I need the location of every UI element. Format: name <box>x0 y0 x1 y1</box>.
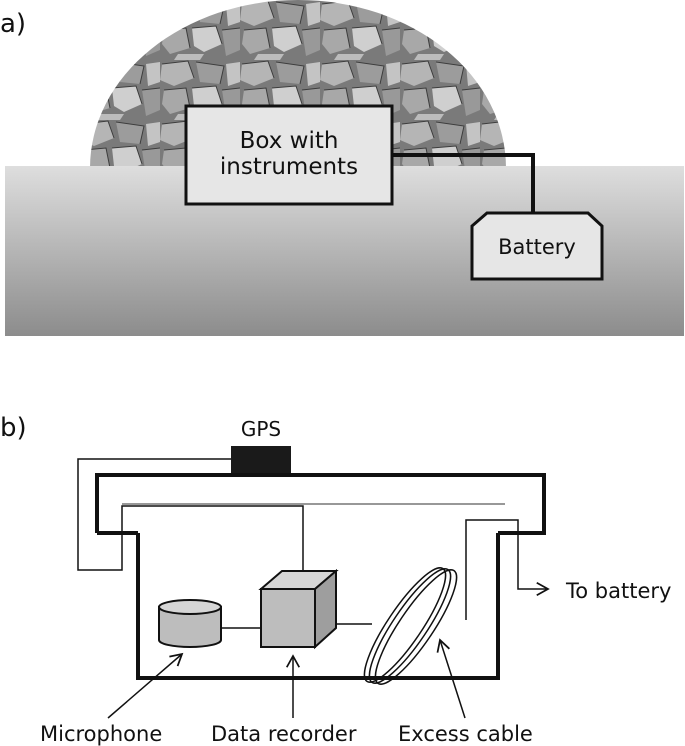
battery-label: Battery <box>498 235 576 259</box>
to-battery-label: To battery <box>565 579 671 603</box>
box-body <box>136 533 500 680</box>
panel-a-label: a) <box>0 9 26 39</box>
instrument-box <box>184 104 394 206</box>
lid-outline <box>95 473 546 535</box>
instrument-box-label-line2: instruments <box>220 154 358 180</box>
microphone-pointer <box>107 652 184 719</box>
excess-cable-pointer <box>436 638 466 719</box>
gps-unit <box>231 446 291 475</box>
battery <box>470 211 604 281</box>
panel-b: b) GPS To battery <box>0 413 671 746</box>
data-recorder-label: Data recorder <box>211 722 357 746</box>
instrument-box-label-line1: Box with <box>240 128 339 154</box>
gps-cable <box>77 458 304 571</box>
microphone-label: Microphone <box>40 722 162 746</box>
panel-a: a) Box with instruments Battery <box>0 0 684 336</box>
to-battery-cable <box>465 519 550 620</box>
excess-cable-label: Excess cable <box>398 722 533 746</box>
data-recorder <box>258 568 339 650</box>
battery-cable <box>392 153 535 213</box>
excess-cable-coil <box>363 567 458 685</box>
panel-b-label: b) <box>0 413 27 443</box>
gps-label: GPS <box>241 417 281 441</box>
microphone <box>158 599 222 648</box>
